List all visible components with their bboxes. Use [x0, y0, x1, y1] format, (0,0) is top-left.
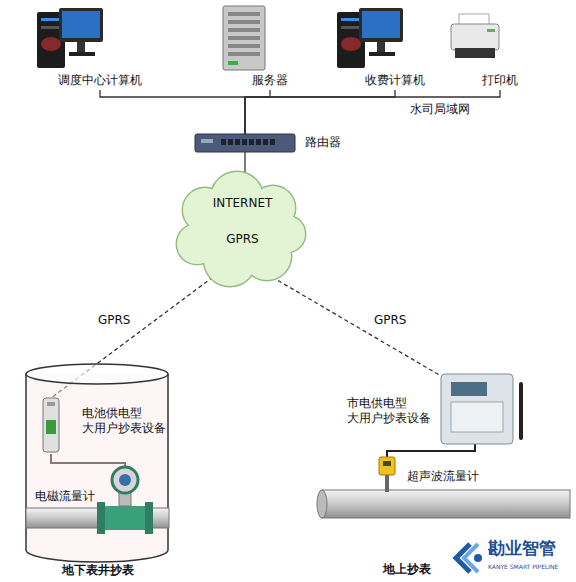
wired-link — [100, 90, 245, 134]
network-label: 水司局域网 — [410, 102, 470, 116]
node-label: INTERNET — [175, 196, 310, 211]
node-label: 打印机 — [445, 73, 555, 88]
logo-subtext: KANYE SMART PIPELINE — [488, 563, 558, 570]
node-label: 服务器 — [215, 73, 325, 88]
logo-text: 勘业智管 — [488, 538, 556, 558]
node-label: 调度中心计算机 — [35, 73, 165, 88]
wired-link — [245, 90, 500, 134]
meter-well — [25, 362, 170, 580]
diagram-node: 收费计算机 — [335, 4, 455, 90]
diagram-node: 电磁流量计 — [35, 458, 165, 548]
diagram-node: 超声波流量计 — [375, 455, 490, 489]
diagram-node: 地下表井抄表 电池供电型 大用户抄表设备电磁流量计 — [25, 362, 170, 580]
node-label: 地下表井抄表 — [25, 563, 170, 578]
diagram-node: 电池供电型 大用户抄表设备 — [40, 398, 170, 456]
diagram-node: 打印机 — [445, 4, 555, 90]
diagram-node: INTERNET GPRS — [175, 172, 310, 287]
cloud-shape — [175, 172, 310, 287]
wired-link — [387, 444, 475, 457]
node-label: 路由器 — [305, 135, 341, 150]
logo-mark — [456, 544, 482, 572]
edge-label: GPRS — [96, 313, 133, 327]
node-label: 超声波流量计 — [407, 469, 479, 484]
node-label: 电池供电型 大用户抄表设备 — [82, 406, 170, 436]
node-label: 电磁流量计 — [35, 489, 95, 504]
node-label: GPRS — [175, 232, 310, 247]
node-label: 收费计算机 — [335, 73, 455, 88]
edge-label: GPRS — [372, 313, 409, 327]
site-label: 地上抄表 — [383, 562, 431, 576]
ground-pipe — [317, 490, 570, 518]
diagram-node: 服务器 — [215, 4, 325, 90]
diagram-node: 调度中心计算机 — [35, 4, 165, 90]
diagram-node: 市电供电型 大用户抄表设备 — [345, 372, 530, 450]
diagram-node: 路由器 — [195, 126, 345, 158]
node-label: 市电供电型 大用户抄表设备 — [347, 396, 437, 426]
gprs-link — [272, 277, 441, 376]
